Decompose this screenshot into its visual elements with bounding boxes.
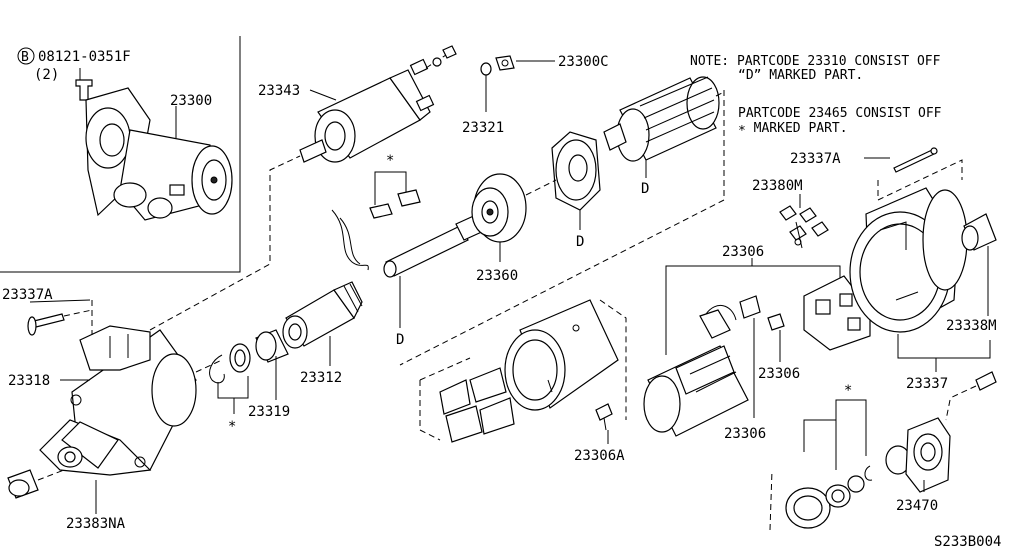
gear-23360: 23360 [471, 173, 557, 284]
solenoid-23343: 23343 [258, 45, 457, 163]
bolt-symbol: B [21, 50, 29, 65]
inset-bolt [75, 79, 93, 101]
label-23337A-top: 23337A [790, 151, 841, 167]
label-23318: 23318 [8, 373, 50, 389]
bushing-23383NA: 23383NA [7, 469, 126, 532]
label-23306-mid: 23306 [758, 366, 800, 382]
through-bolt-23337A-top: 23337A [790, 147, 963, 201]
note-line-2: “D” MARKED PART. [738, 68, 863, 83]
label-23306-top: 23306 [722, 244, 764, 260]
mark-star-clip: ∗ [228, 416, 236, 432]
inset-starter-assembly: 23300 [85, 87, 233, 221]
mark-star-washers: ∗ [844, 380, 852, 396]
label-23343: 23343 [258, 83, 300, 99]
label-23380M: 23380M [752, 178, 803, 194]
bolt-qty: (2) [34, 67, 59, 83]
parts-23319-group: ∗ 23319 [195, 329, 290, 432]
label-23300C: 23300C [558, 54, 609, 70]
label-23312: 23312 [300, 370, 342, 386]
pole-shoes [419, 367, 515, 443]
bushing-23338M: 23338M [946, 213, 997, 334]
mark-star-top: ∗ [386, 150, 394, 166]
label-23338M: 23338M [946, 318, 997, 334]
brush-holder-group: 23306 23306 23306 [643, 244, 871, 442]
label-23337: 23337 [906, 376, 948, 392]
screw-23306A: 23306A [574, 403, 625, 464]
label-23360: 23360 [476, 268, 518, 284]
label-23306A: 23306A [574, 448, 625, 464]
note-line-1: NOTE: PARTCODE 23310 CONSIST OFF [690, 54, 941, 69]
end-plate-d: D [551, 131, 601, 250]
label-23337A-left: 23337A [2, 287, 53, 303]
armature: D [603, 76, 725, 197]
front-housing: 23318 [8, 325, 197, 476]
note-line-4: ∗ MARKED PART. [738, 121, 848, 136]
rear-cover-23337 [849, 187, 968, 333]
parts-23321-23300C: 23300C 23321 [462, 54, 609, 136]
small-bolt-right [949, 371, 997, 399]
note-line-3: PARTCODE 23465 CONSIST OFF [738, 106, 942, 121]
springs-23380M: 23380M [752, 178, 829, 249]
mark-d-shaft: D [396, 332, 404, 348]
label-23337-group: 23337 [897, 334, 991, 392]
star-bracket-parts: ∗ [331, 150, 421, 271]
inset-frame [0, 36, 241, 273]
assembly-guides [149, 90, 725, 420]
label-23321: 23321 [462, 120, 504, 136]
label-23470: 23470 [896, 498, 938, 514]
washer-set-23470: ∗ 23470 [769, 380, 951, 531]
bolt-callout: B 08121-0351F (2) [17, 47, 131, 101]
mark-d-plate: D [576, 234, 584, 250]
bolt-code: 08121-0351F [38, 49, 131, 65]
label-23383NA: 23383NA [66, 516, 126, 532]
label-23300: 23300 [170, 93, 212, 109]
pinion-clutch-23312: 23312 [282, 281, 363, 386]
diagram-id: S233B004 [934, 534, 1001, 550]
mark-d-armature: D [641, 181, 649, 197]
label-23319: 23319 [248, 404, 290, 420]
bolt-symbol-circle [17, 47, 35, 65]
yoke-field-frame [504, 299, 619, 411]
notes: NOTE: PARTCODE 23310 CONSIST OFF “D” MAR… [690, 54, 942, 136]
label-23306-low: 23306 [724, 426, 766, 442]
bolt-23337A-left: 23337A [2, 287, 93, 336]
